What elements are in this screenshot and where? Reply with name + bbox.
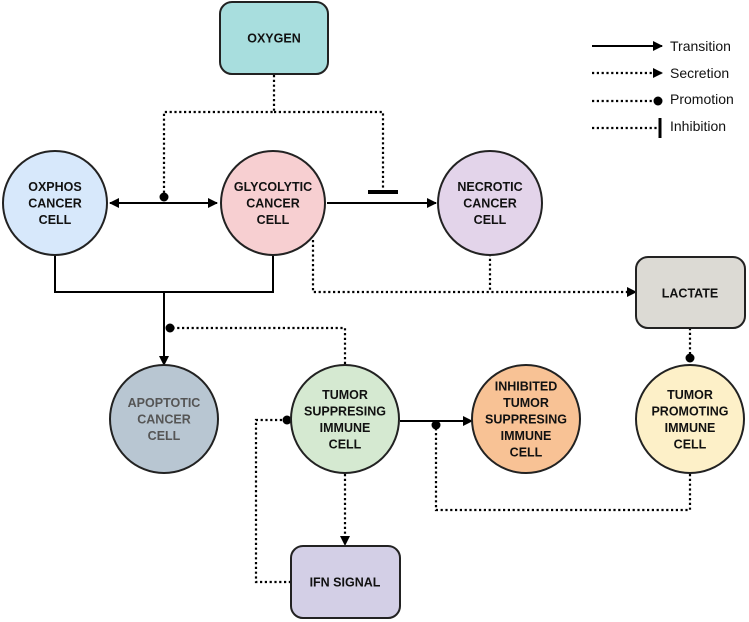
node-label-line: IFN SIGNAL bbox=[310, 576, 381, 590]
suppressing-apoptosis-promotion bbox=[170, 326, 347, 364]
lactate-node: LACTATE bbox=[635, 256, 746, 329]
oxygen-promotion-dot bbox=[159, 192, 169, 202]
glycolytic-cancer-cell-node: GLYCOLYTIC CANCER CELL bbox=[220, 150, 326, 256]
necrotic-cancer-cell-node: NECROTIC CANCER CELL bbox=[437, 150, 543, 256]
oxphos-to-apoptotic-transition bbox=[54, 247, 274, 293]
node-label-line: PROMOTING bbox=[651, 404, 728, 418]
suppressing-apoptosis-dot bbox=[165, 323, 175, 333]
inhibited-tumor-suppressing-immune-cell-node: INHIBITED TUMOR SUPPRESING IMMUNE CELL bbox=[471, 364, 581, 474]
oxygen-inhibition-link bbox=[274, 110, 385, 188]
node-label-line: CELL bbox=[148, 429, 181, 443]
node-label-line: CELL bbox=[474, 213, 507, 227]
ifn-signal-node: IFN SIGNAL bbox=[290, 545, 401, 619]
node-label-line: TUMOR bbox=[322, 388, 368, 402]
node-label-line: APOPTOTIC bbox=[128, 396, 201, 410]
legend-transition: Transition bbox=[592, 38, 731, 54]
apoptotic-cancer-cell-node: APOPTOTIC CANCER CELL bbox=[109, 364, 219, 474]
node-label-line: SUPPRESING bbox=[304, 404, 386, 418]
promoting-inhibition-dot bbox=[431, 420, 441, 430]
node-label-line: CELL bbox=[510, 446, 543, 460]
node-label-line: NECROTIC bbox=[457, 180, 522, 194]
node-label-line: SUPPRESING bbox=[485, 413, 567, 427]
tumor-suppressing-immune-cell-node: TUMOR SUPPRESING IMMUNE CELL bbox=[290, 364, 400, 474]
node-label-line: CELL bbox=[674, 437, 707, 451]
oxygen-node: OXYGEN bbox=[219, 1, 329, 75]
node-label-line: CANCER bbox=[137, 413, 190, 427]
node-label-line: CANCER bbox=[463, 197, 516, 211]
node-label-line: OXPHOS bbox=[28, 180, 82, 194]
ifn-suppressing-promotion bbox=[254, 418, 291, 584]
node-label-line: IMMUNE bbox=[320, 421, 371, 435]
legend-promotion: Promotion bbox=[592, 91, 734, 107]
node-label-line: CELL bbox=[329, 437, 362, 451]
node-label-line: TUMOR bbox=[667, 388, 713, 402]
node-label-line: TUMOR bbox=[503, 396, 549, 410]
oxygen-promotion-link bbox=[162, 75, 276, 196]
node-label-line: IMMUNE bbox=[665, 421, 716, 435]
node-label-line: CANCER bbox=[246, 197, 299, 211]
legend-transition-label: Transition bbox=[670, 38, 731, 54]
legend-inhibition: Inhibition bbox=[592, 118, 726, 138]
legend: Transition Secretion Promotion Inhibitio… bbox=[592, 38, 734, 138]
ifn-suppressing-dot bbox=[282, 415, 292, 425]
legend-promotion-label: Promotion bbox=[670, 91, 734, 107]
node-label-line: CELL bbox=[39, 213, 72, 227]
promoting-inhibition-promotion bbox=[434, 425, 692, 512]
node-label-line: CANCER bbox=[28, 197, 81, 211]
node-label-line: LACTATE bbox=[662, 287, 718, 301]
node-label-line: CELL bbox=[257, 213, 290, 227]
legend-secretion: Secretion bbox=[592, 65, 729, 81]
legend-inhibition-label: Inhibition bbox=[670, 118, 726, 134]
tumor-promoting-immune-cell-node: TUMOR PROMOTING IMMUNE CELL bbox=[635, 364, 745, 474]
lactate-promotion-dot bbox=[685, 353, 695, 363]
oxphos-cancer-cell-node: OXPHOS CANCER CELL bbox=[2, 150, 108, 256]
node-label-line: IMMUNE bbox=[501, 429, 552, 443]
node-label-line: INHIBITED bbox=[495, 380, 558, 394]
legend-secretion-label: Secretion bbox=[670, 65, 729, 81]
node-label-line: OXYGEN bbox=[247, 32, 301, 46]
node-label-line: GLYCOLYTIC bbox=[234, 180, 312, 194]
